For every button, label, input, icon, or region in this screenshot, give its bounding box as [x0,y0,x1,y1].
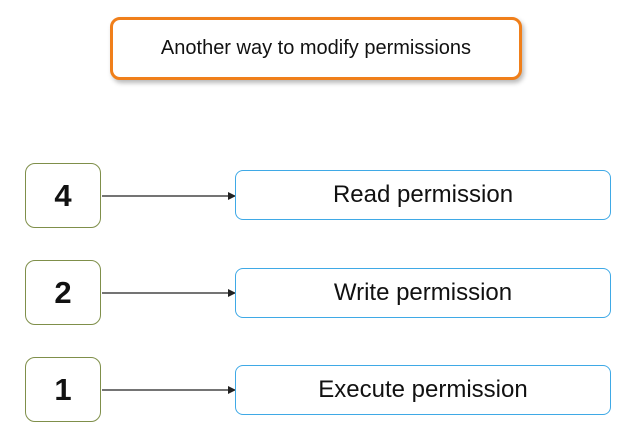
number-box-read: 4 [25,163,101,228]
number-box-execute: 1 [25,357,101,422]
number-box-write: 2 [25,260,101,325]
permission-box-read: Read permission [235,170,611,220]
diagram-title: Another way to modify permissions [110,17,522,80]
permission-box-execute: Execute permission [235,365,611,415]
permission-box-write: Write permission [235,268,611,318]
